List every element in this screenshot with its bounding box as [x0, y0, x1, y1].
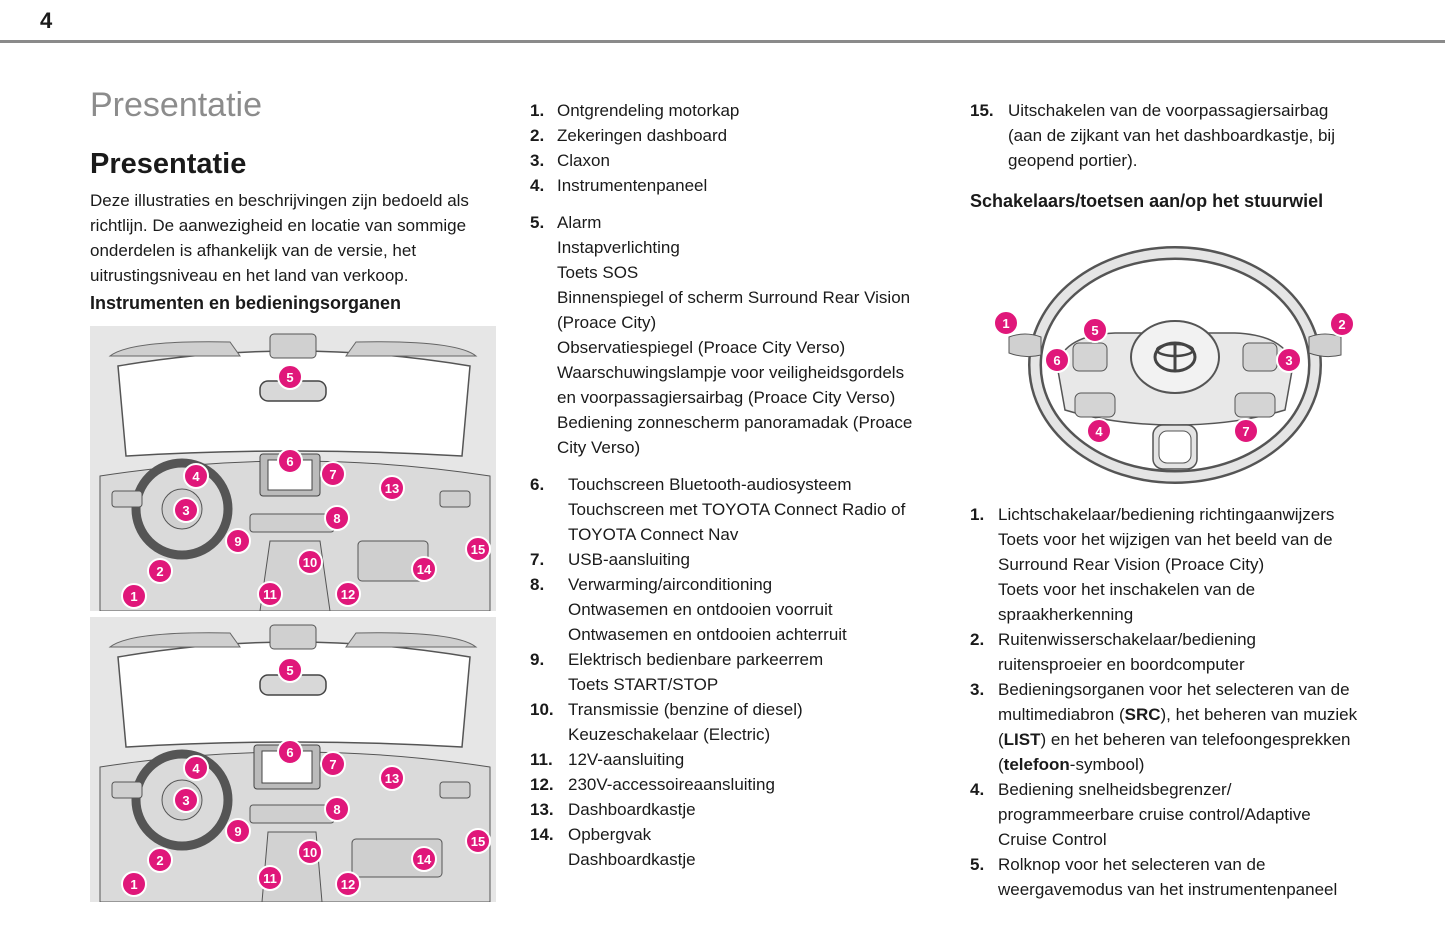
- dash2-callout-2: 2: [156, 853, 163, 868]
- list-item: 3.Claxon: [530, 151, 610, 170]
- top-rule: [0, 40, 1445, 43]
- list-item: 1. Lichtschakelaar/bediening richtingaan…: [970, 505, 1335, 624]
- dash1-callout-1: 1: [130, 589, 137, 604]
- dash2-callout-6: 6: [286, 745, 293, 760]
- dashboard-illustration-1: 1 2 3 4 5 6 7 8 9 10 11 12 13 14 15: [90, 326, 496, 611]
- list-item: 3. Bedieningsorganen voor het selecteren…: [970, 680, 1358, 774]
- subheading-steering-wheel: Schakelaars/toetsen aan/op het stuurwiel: [970, 191, 1324, 211]
- dash2-callout-11: 11: [263, 871, 277, 886]
- dash1-callout-14: 14: [417, 562, 432, 577]
- steering-wheel-legend-list: 1. Lichtschakelaar/bediening richtingaan…: [970, 502, 1390, 902]
- dashboard-legend-list: 1.Ontgrendeling motorkap 2.Zekeringen da…: [530, 98, 940, 872]
- dash2-callout-12: 12: [341, 877, 355, 892]
- dash1-callout-8: 8: [333, 511, 340, 526]
- dash1-callout-7: 7: [329, 467, 336, 482]
- wheel-callout-3: 3: [1285, 353, 1292, 368]
- wheel-callout-1: 1: [1002, 316, 1009, 331]
- wheel-callout-5: 5: [1091, 323, 1098, 338]
- wheel-callout-4: 4: [1095, 424, 1103, 439]
- list-item: 15. Uitschakelen van de voorpassagiersai…: [970, 101, 1335, 170]
- dash2-callout-8: 8: [333, 802, 340, 817]
- list-item: 12.230V-accessoireaansluiting: [530, 775, 775, 794]
- dash2-callout-5: 5: [286, 663, 293, 678]
- dash1-callout-2: 2: [156, 564, 163, 579]
- dash1-callout-3: 3: [182, 503, 189, 518]
- list-item: 1.Ontgrendeling motorkap: [530, 101, 740, 120]
- list-item: 13.Dashboardkastje: [530, 800, 696, 819]
- dash1-callout-9: 9: [234, 534, 241, 549]
- wheel-callout-6: 6: [1053, 353, 1060, 368]
- intro-paragraph: Deze illustraties en beschrijvingen zijn…: [90, 191, 469, 285]
- dash1-callout-11: 11: [263, 587, 277, 602]
- wheel-callout-7: 7: [1242, 424, 1249, 439]
- dash1-callout-12: 12: [341, 587, 355, 602]
- wheel-callout-2: 2: [1338, 317, 1345, 332]
- subheading-dashboard: Instrumenten en bedieningsorganen: [90, 293, 402, 313]
- dash1-callout-13: 13: [385, 481, 399, 496]
- section-title: Presentatie: [90, 86, 262, 124]
- dash2-callout-13: 13: [385, 771, 399, 786]
- dash2-callout-7: 7: [329, 757, 336, 772]
- dash2-callout-10: 10: [303, 845, 317, 860]
- dash2-callout-1: 1: [130, 877, 137, 892]
- list-item: 4.Instrumentenpaneel: [530, 176, 708, 195]
- dash1-callout-10: 10: [303, 555, 317, 570]
- list-item: 2.Zekeringen dashboard: [530, 126, 728, 145]
- page-number: 4: [40, 8, 53, 33]
- list-item: 10. Transmissie (benzine of diesel)Keuze…: [530, 700, 803, 744]
- dash2-callout-15: 15: [471, 834, 485, 849]
- dashboard-legend-list-continued: 15. Uitschakelen van de voorpassagiersai…: [970, 98, 1370, 173]
- list-item: 4. Bediening snelheidsbegrenzer/programm…: [970, 780, 1311, 849]
- steering-wheel-illustration: 1 2 3 4 5 6 7: [995, 246, 1355, 484]
- dash2-callout-4: 4: [192, 761, 200, 776]
- dash1-callout-6: 6: [286, 454, 293, 469]
- dash1-callout-5: 5: [286, 370, 293, 385]
- list-item: 7.USB-aansluiting: [530, 550, 690, 569]
- dash1-callout-4: 4: [192, 469, 200, 484]
- dash2-callout-9: 9: [234, 824, 241, 839]
- dash2-callout-3: 3: [182, 793, 189, 808]
- dashboard-illustration-2: 1 2 3 4 5 6 7 8 9 10 11 12 13 14 15: [90, 617, 496, 902]
- dash1-callout-15: 15: [471, 542, 485, 557]
- page-heading: Presentatie: [90, 148, 247, 180]
- list-item: 11.12V-aansluiting: [530, 750, 685, 769]
- dash2-callout-14: 14: [417, 852, 432, 867]
